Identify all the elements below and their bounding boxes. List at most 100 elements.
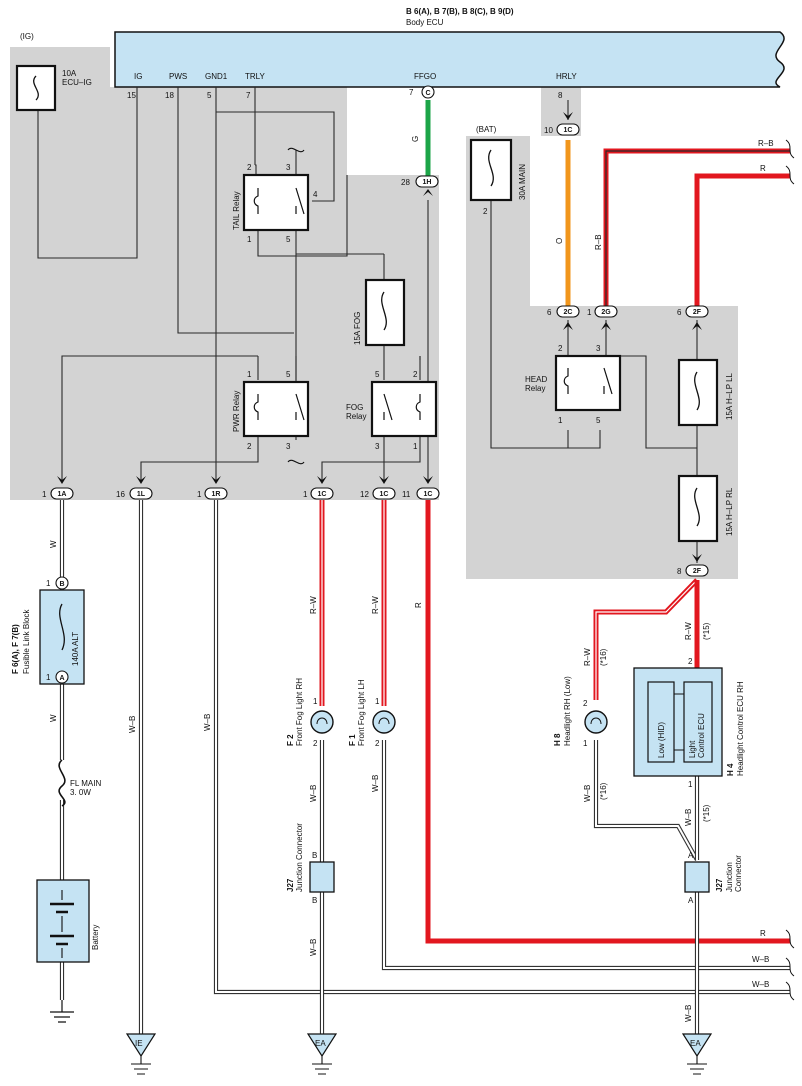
bat-gray-panel bbox=[466, 136, 530, 579]
fuse-hlp-ll-label: 15A H–LP LL bbox=[725, 372, 734, 420]
fuse-main-label: 30A MAIN bbox=[518, 164, 527, 200]
pin-hrly-1c-num: 10 bbox=[544, 126, 553, 135]
ecu-terminals: IG PWS GND1 TRLY FFGO HRLY 15 18 5 7 7 8 bbox=[127, 72, 577, 100]
fog-rh-ref: F 2 bbox=[286, 734, 295, 746]
pin-1c-fog-lh: 1C bbox=[372, 487, 396, 500]
j27-right-ref: J27 bbox=[715, 878, 724, 892]
pin-1c-r: 1C bbox=[416, 487, 440, 500]
tail-pin-1: 1 bbox=[247, 235, 252, 244]
head-relay bbox=[554, 354, 622, 412]
wire-label-w-1a: W bbox=[49, 540, 58, 548]
fog-rh-pin-2: 2 bbox=[313, 739, 318, 748]
fusible-num-b: 1 bbox=[46, 579, 51, 588]
wire-label-rw-hl: R–W bbox=[583, 648, 592, 666]
pin-2f-bottom: 2F bbox=[685, 564, 709, 577]
wire-label-wb-1r: W–B bbox=[203, 714, 212, 731]
wire-label-wb-fog-rh: W–B bbox=[309, 785, 318, 802]
ground-ea-right-label: EA bbox=[690, 1039, 701, 1048]
headlight-name: Headlight RH (Low) bbox=[563, 676, 572, 746]
terminal-pws-pin: 18 bbox=[165, 91, 174, 100]
svg-text:1C: 1C bbox=[380, 491, 389, 498]
terminal-gnd1-pin: 5 bbox=[207, 91, 212, 100]
pin-2g-num: 1 bbox=[587, 308, 592, 317]
wire-label-rw-fog-rh: R–W bbox=[309, 596, 318, 614]
svg-text:C: C bbox=[425, 90, 430, 97]
fusible-num-a: 1 bbox=[46, 673, 51, 682]
fog-lh-name: Front Fog Light LH bbox=[357, 679, 366, 746]
ground-ie-label: IE bbox=[135, 1039, 143, 1048]
fuse-main-pin: 2 bbox=[483, 207, 488, 216]
wire-label-hrly: O bbox=[555, 238, 564, 244]
pwr-pin-2: 2 bbox=[247, 442, 252, 451]
tail-pin-2: 2 bbox=[247, 163, 252, 172]
pin-1r-num: 1 bbox=[197, 490, 202, 499]
body-ecu-box bbox=[114, 31, 785, 88]
wire-label-wb-ground: W–B bbox=[684, 1005, 693, 1022]
j27-left-pin-top: B bbox=[312, 851, 317, 860]
wire-label-wb-j27: W–B bbox=[309, 939, 318, 956]
battery bbox=[36, 879, 90, 963]
terminal-ffgo: FFGO bbox=[414, 72, 436, 81]
svg-text:1H: 1H bbox=[423, 179, 432, 186]
svg-text:1A: 1A bbox=[58, 491, 67, 498]
svg-text:1R: 1R bbox=[212, 491, 221, 498]
svg-text:2G: 2G bbox=[601, 309, 611, 316]
fuse-alt-label: 140A ALT bbox=[71, 632, 80, 666]
fusible-link-name: Fusible Link Block bbox=[22, 609, 31, 674]
ground-ea-left bbox=[306, 1033, 338, 1075]
body-ecu-name: Body ECU bbox=[406, 18, 444, 27]
fog-pin-3: 3 bbox=[375, 442, 380, 451]
fog-lh-pin-1: 1 bbox=[375, 697, 380, 706]
wire-label-wb-hl-note: (*16) bbox=[599, 782, 608, 800]
terminal-pws: PWS bbox=[169, 72, 187, 81]
body-ecu-ref: B 6(A), B 7(B), B 8(C), B 9(D) bbox=[406, 7, 514, 16]
pin-2c: 2C bbox=[556, 305, 580, 318]
j27-left-name: Junction Connector bbox=[295, 823, 304, 892]
wire-label-rb-right: R–B bbox=[758, 139, 774, 148]
pwr-pin-1: 1 bbox=[247, 370, 252, 379]
fuse-ecu-ig bbox=[15, 64, 57, 112]
ground-ea-left-label: EA bbox=[315, 1039, 326, 1048]
fuse-ig-source: (IG) bbox=[20, 32, 34, 41]
j27-right-name: JunctionConnector bbox=[725, 855, 743, 892]
head-pin-2: 2 bbox=[558, 344, 563, 353]
pwr-pin-5: 5 bbox=[286, 370, 291, 379]
j27-left-pin-bottom: B bbox=[312, 896, 317, 905]
headlight-pin-2: 2 bbox=[583, 699, 588, 708]
terminal-ig: IG bbox=[134, 72, 142, 81]
wire-label-r-right: R bbox=[760, 164, 766, 173]
pin-2f-top: 2F bbox=[685, 305, 709, 318]
wire-label-head-rb: R–B bbox=[594, 234, 603, 250]
ground-ie bbox=[125, 1033, 157, 1075]
svg-text:1C: 1C bbox=[564, 127, 573, 134]
pin-1c-fog-rh: 1C bbox=[310, 487, 334, 500]
front-fog-light-rh bbox=[310, 710, 334, 734]
terminal-trly: TRLY bbox=[245, 72, 266, 81]
pin-1a-num: 1 bbox=[42, 490, 47, 499]
fuse-fog-label: 15A FOG bbox=[353, 312, 362, 345]
pin-1a: 1A bbox=[50, 487, 74, 500]
pin-2f-bottom-num: 8 bbox=[677, 567, 682, 576]
fuse-main bbox=[469, 138, 513, 202]
double-wires bbox=[59, 500, 790, 1034]
head-pin-3: 3 bbox=[596, 344, 601, 353]
pin-2c-num: 6 bbox=[547, 308, 552, 317]
battery-label: Battery bbox=[91, 925, 100, 950]
wire-label-ffgo: G bbox=[411, 136, 420, 142]
tail-relay-label: TAIL Relay bbox=[232, 191, 241, 230]
headlight-control-ecu bbox=[633, 667, 723, 777]
pwr-relay-label: PWR Relay bbox=[232, 391, 241, 432]
pwr-relay-break bbox=[287, 459, 305, 465]
head-pin-1: 1 bbox=[558, 416, 563, 425]
svg-text:B: B bbox=[59, 581, 64, 588]
fuse-hlp-rl-label: 15A H–LP RL bbox=[725, 487, 734, 536]
headlight-rh-low bbox=[584, 710, 608, 734]
r-wire-right bbox=[694, 173, 790, 306]
fog-lh-ref: F 1 bbox=[348, 734, 357, 746]
fusible-link-ref: F 6(A), F 7(B) bbox=[11, 624, 20, 674]
svg-text:2C: 2C bbox=[564, 309, 573, 316]
